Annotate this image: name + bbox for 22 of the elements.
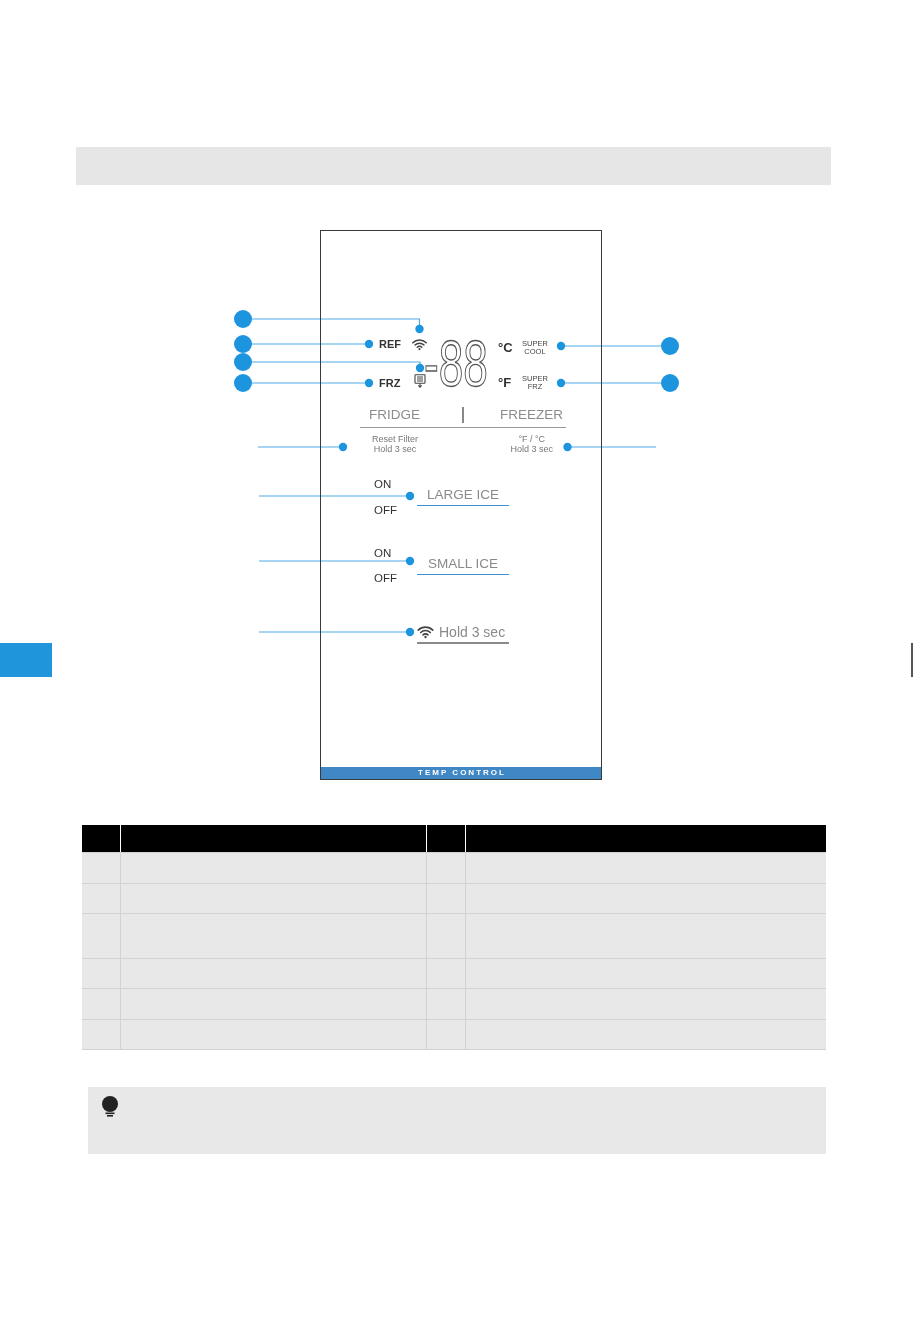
touch-key: SMALL ICE [417, 554, 509, 575]
zone-label: FREEZER [500, 407, 563, 423]
unit-label: °F [498, 375, 512, 390]
panel-band: TEMP CONTROL [321, 767, 601, 779]
leader-line [251, 361, 425, 375]
indicator-label: FRZ [379, 378, 403, 388]
switch-label: ON [374, 478, 392, 491]
wifi-icon [412, 339, 427, 351]
unit-label: °C [498, 340, 513, 355]
hint-label: Reset Filter Hold 3 sec [366, 434, 424, 454]
touch-key: LARGE ICE [417, 486, 509, 506]
switch-label: OFF [374, 572, 397, 585]
temperature-display: -88 [424, 340, 488, 389]
indicator-label: REF [379, 339, 403, 349]
hint-label: °F / °C Hold 3 sec [509, 434, 555, 454]
key-text: Hold 3 sec [439, 623, 506, 641]
switch-label: ON [374, 547, 392, 560]
control-panel [320, 230, 602, 780]
filter-icon [414, 374, 426, 388]
zone-label: FRIDGE [369, 407, 420, 423]
heading-bar [76, 147, 831, 185]
switch-label: OFF [374, 504, 397, 517]
